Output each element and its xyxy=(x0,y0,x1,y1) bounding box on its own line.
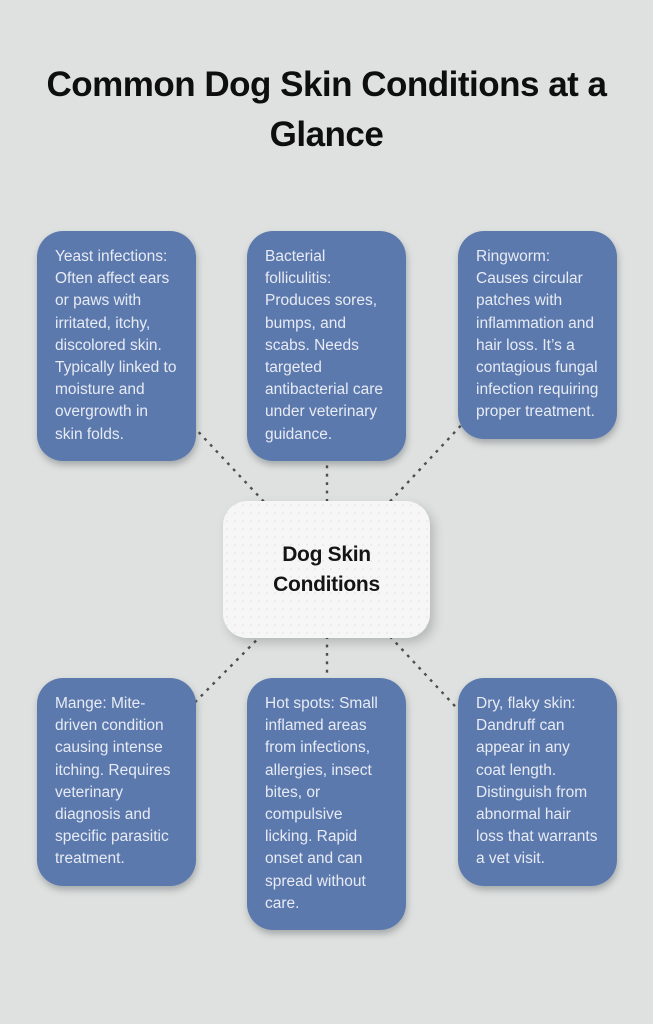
node-ringworm: Ringworm: Causes circular patches with i… xyxy=(458,231,617,439)
node-dry-flaky-skin: Dry, flaky skin: Dandruff can appear in … xyxy=(458,678,617,886)
node-yeast-infections: Yeast infections: Often affect ears or p… xyxy=(37,231,196,461)
node-mange: Mange: Mite-driven condition causing int… xyxy=(37,678,196,886)
node-bacterial-folliculitis: Bacterial folliculitis: Produces sores, … xyxy=(247,231,406,461)
node-hot-spots: Hot spots: Small inflamed areas from inf… xyxy=(247,678,406,931)
center-node: Dog Skin Conditions xyxy=(223,501,430,638)
center-node-label: Dog Skin Conditions xyxy=(273,542,380,596)
page-title: Common Dog Skin Conditions at a Glance xyxy=(46,65,607,155)
